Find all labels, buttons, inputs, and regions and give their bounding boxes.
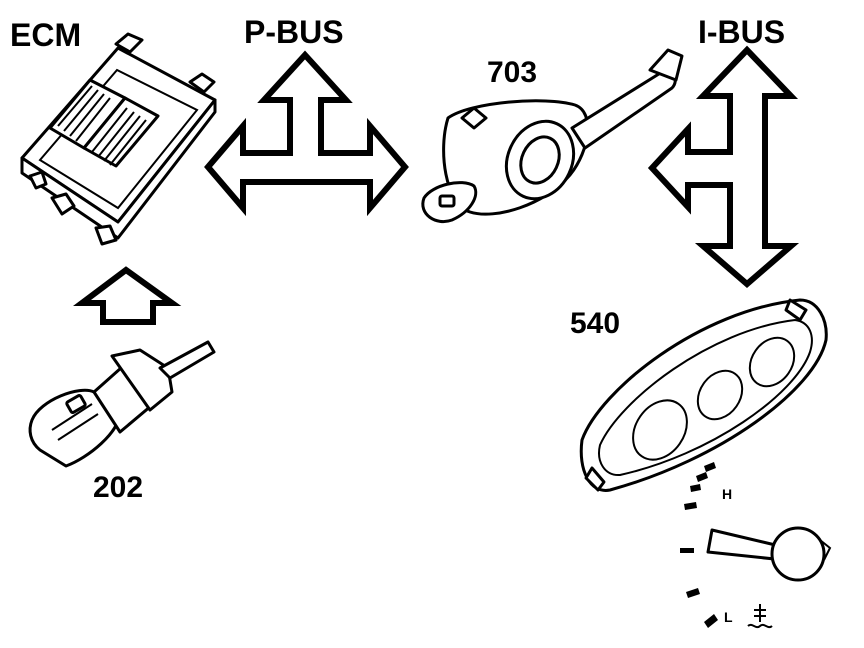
sensor-to-ecm-arrow (73, 266, 182, 325)
part-703-switch (421, 48, 684, 223)
gauge-low-label: L (724, 609, 733, 625)
ecm-label: ECM (10, 17, 81, 53)
i-bus-arrow (647, 45, 800, 288)
p-bus-arrow (204, 50, 409, 217)
ecm-module (20, 32, 217, 246)
coolant-icon (747, 604, 773, 629)
part-703-label: 703 (487, 56, 537, 89)
i-bus-label: I-BUS (698, 14, 785, 50)
part-540-cluster (579, 298, 828, 492)
part-540-label: 540 (570, 307, 620, 340)
temperature-gauge-icon: H L (680, 462, 832, 629)
p-bus-label: P-BUS (244, 14, 344, 50)
gauge-high-label: H (722, 486, 732, 502)
part-202-label: 202 (93, 471, 143, 504)
part-202-sensor (28, 340, 216, 468)
